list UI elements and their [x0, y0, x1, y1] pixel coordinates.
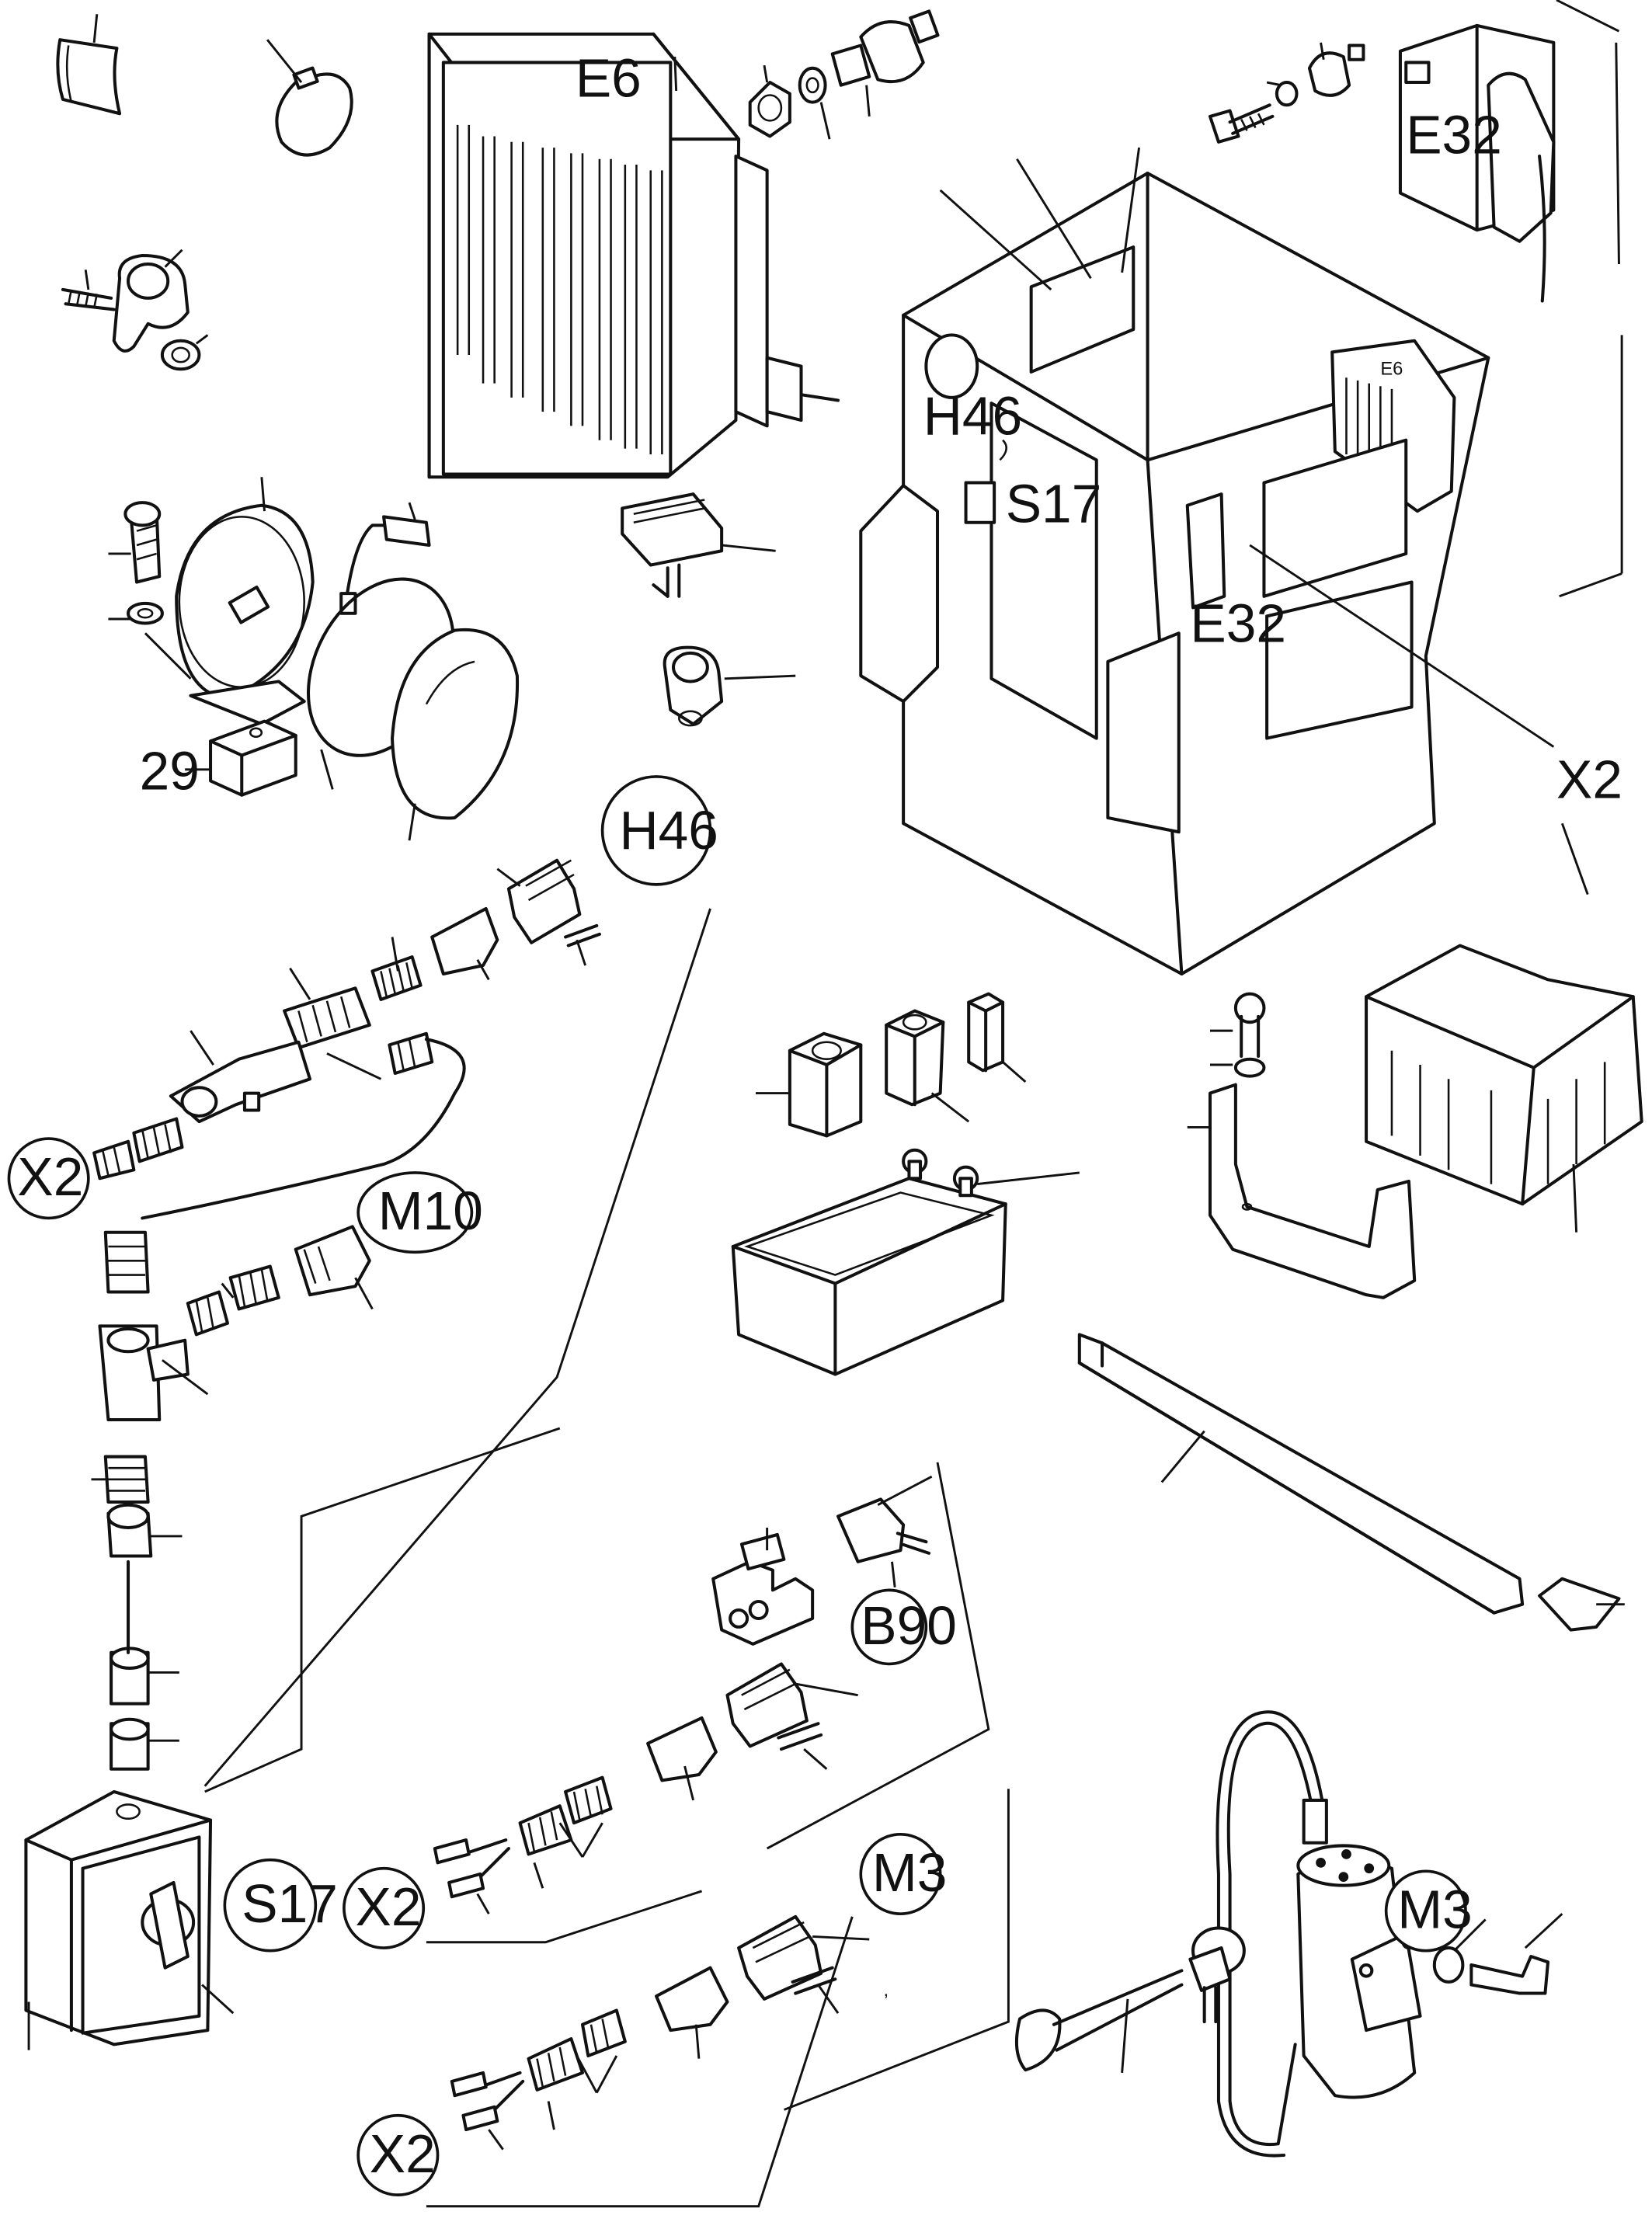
label-e32-mid: E32 — [1190, 593, 1286, 653]
bolt-and-bracket — [1187, 992, 1417, 1299]
m10-connector-chain: M10 — [98, 1171, 483, 1422]
label-x2-cabinet: X2 — [1556, 749, 1622, 809]
switch-s17: S17 — [24, 1789, 338, 2050]
vertical-connector-chain — [91, 1455, 183, 1771]
x2-bubble-left: X2 — [7, 1137, 90, 1220]
comma-mark: , — [884, 1980, 889, 2001]
label-s17-bubble: S17 — [242, 1873, 338, 1934]
bolt-washer-mount-top-right — [1208, 42, 1365, 144]
label-x2-bubble-left: X2 — [17, 1146, 83, 1207]
h46-connector-chain: H46 — [92, 775, 718, 1787]
cable-sleeve — [56, 14, 122, 116]
connector-plug — [621, 492, 776, 598]
label-h46-bubble: H46 — [620, 800, 718, 861]
battery-tray — [731, 1148, 1080, 1376]
label-m3-bubble-right: M3 — [1397, 1879, 1472, 1939]
label-part-29: 29 — [140, 740, 200, 801]
pressure-valve — [830, 9, 940, 117]
mounting-block-29: 29 — [140, 719, 297, 801]
cable-clamp-with-screw — [61, 249, 209, 371]
label-e6-small: E6 — [1380, 359, 1403, 380]
lens-cover-and-seal — [307, 577, 520, 841]
nut — [748, 64, 791, 138]
label-h46-cabinet: H46 — [923, 385, 1022, 446]
b90-sensor-and-plug: B90 — [711, 1475, 957, 1666]
battery-box — [1365, 944, 1643, 1233]
label-s17-cabinet: S17 — [1006, 474, 1102, 534]
m3-compressor-horn: M3 — [1014, 1710, 1563, 2158]
label-m3-bubble-mid: M3 — [872, 1842, 947, 1903]
long-mounting-bar — [1077, 1333, 1625, 1632]
x2-connector-chain-bottom: M3 , X2 — [356, 1789, 1010, 2208]
e32-module-top: E32 — [1398, 0, 1620, 303]
label-b90-bubble: B90 — [861, 1595, 957, 1656]
cabinet-isometric: E6 H46 S17 E32 X2 — [859, 147, 1623, 976]
rubber-grommet — [663, 645, 796, 727]
cable-tie — [266, 39, 353, 157]
label-e32-top: E32 — [1406, 104, 1502, 165]
e6-module-large: E6 — [427, 32, 840, 479]
label-x2-bubble-mid: X2 — [356, 1876, 422, 1937]
square-connector-blocks — [756, 992, 1027, 1138]
label-e6-top: E6 — [576, 47, 642, 108]
x2-connector-chain-middle: X2 — [343, 1462, 990, 1949]
label-m10-bubble: M10 — [378, 1181, 483, 1241]
warning-light-assembly — [108, 477, 315, 726]
washer — [798, 66, 831, 140]
label-x2-bubble-bottom: X2 — [370, 2123, 436, 2184]
